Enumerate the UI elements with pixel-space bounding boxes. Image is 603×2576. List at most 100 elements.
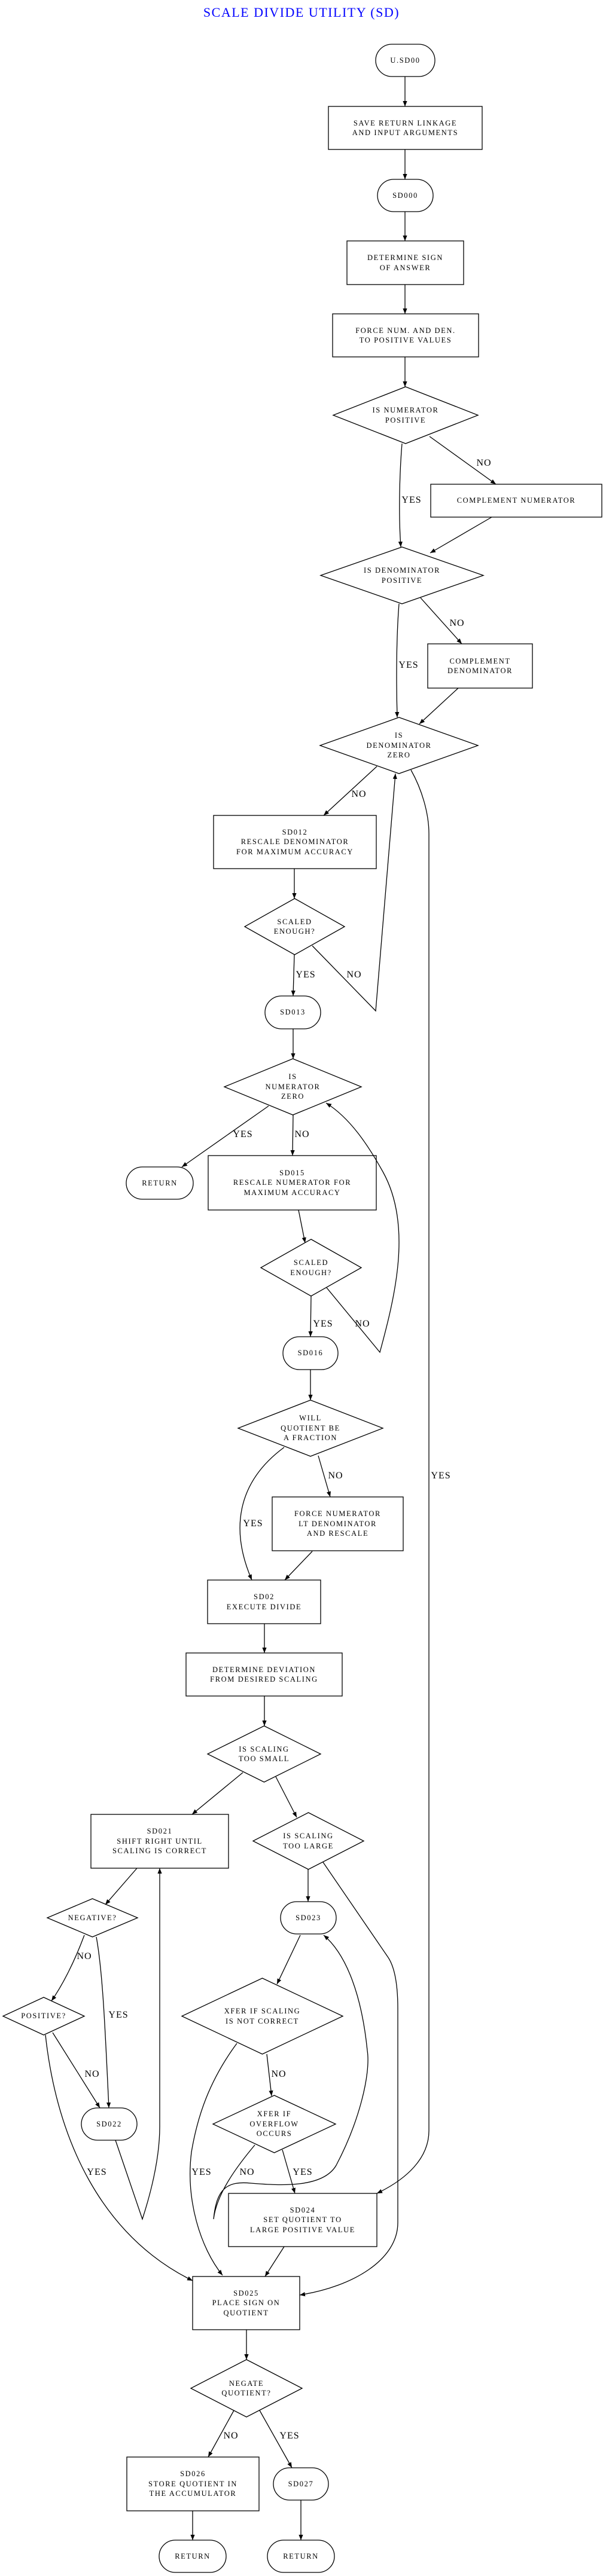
node-text-line: SD027 [288, 2479, 314, 2488]
edge-label: YES [87, 2167, 107, 2177]
edge-label: YES [108, 2010, 129, 2020]
flow-arrow [325, 1102, 400, 1353]
node-text-line: COMPLEMENT [449, 656, 511, 665]
flow-arrow [395, 603, 400, 718]
too-small-decision-diamond [206, 1725, 322, 1783]
flow-arrow [239, 1447, 285, 1581]
sd012-process-box [213, 815, 377, 869]
return1-label: RETURN [126, 1167, 193, 1199]
edge-label: NO [223, 2431, 239, 2441]
return1-terminal [126, 1166, 194, 1200]
edge-label: YES [401, 495, 422, 505]
node-text-line: IS SCALING [283, 1832, 334, 1840]
node-text-line: STORE QUOTIENT IN [148, 2479, 237, 2488]
edge-label: YES [279, 2431, 300, 2441]
flow-arrow [312, 773, 397, 1012]
flow-arrow [51, 1935, 85, 2001]
edge-label: YES [398, 660, 419, 670]
node-text-line: ZERO [387, 751, 411, 760]
sd000-label: SD000 [377, 179, 433, 212]
flow-arrow [429, 436, 497, 485]
flow-arrow [191, 1772, 243, 1815]
flow-arrow [419, 687, 459, 725]
flow-arrow [430, 517, 492, 554]
edge-label: YES [191, 2167, 212, 2177]
flow-arrow [105, 1868, 138, 1905]
node-text-line: DENOMINATOR [447, 667, 513, 675]
xfer-scaling-decision-diamond [181, 1978, 344, 2055]
comp-num-label: COMPLEMENT NUMERATOR [431, 484, 602, 517]
flow-arrow [52, 2032, 100, 2109]
flow-arrow [282, 2149, 296, 2194]
save-label: SAVE RETURN LINKAGE AND INPUT ARGUMENTS [328, 106, 482, 149]
node-text-line: IS [394, 731, 404, 740]
edge-label: NO [351, 789, 367, 799]
node-text-line: RESCALE NUMERATOR FOR [233, 1178, 352, 1187]
flow-arrow [115, 1868, 162, 2221]
flow-arrow [208, 2410, 234, 2458]
node-text-line: ENOUGH? [290, 1268, 332, 1277]
flow-arrow [213, 1935, 368, 2220]
node-text-line: SCALING IS CORRECT [112, 1847, 207, 1856]
node-text-line: DENOMINATOR [366, 741, 432, 750]
flow-arrow [276, 1935, 301, 1985]
node-text-line: SCALED [277, 917, 312, 926]
flow-arrow [284, 1551, 313, 1581]
flow-arrow [308, 1295, 313, 1337]
node-text-line: SD025 [233, 2288, 259, 2297]
edge-label: YES [313, 1319, 333, 1329]
flow-arrow [376, 769, 430, 2194]
node-text-line: PLACE SIGN ON [212, 2299, 281, 2308]
node-text-line: SET QUOTIENT TO [263, 2216, 342, 2224]
sd022-label: SD022 [81, 2108, 137, 2140]
edge-label: NO [84, 2069, 100, 2079]
node-text-line: U.SD00 [390, 56, 421, 65]
node-text-line: COMPLEMENT NUMERATOR [456, 496, 576, 505]
sd026-process-box [126, 2456, 260, 2511]
negative-decision-diamond [46, 1898, 139, 1938]
node-text-line: DETERMINE DEVIATION [212, 1665, 316, 1674]
flow-arrow [266, 2054, 273, 2097]
node-text-line: XFER IF [257, 2110, 292, 2119]
node-text-line: RESCALE DENOMINATOR [240, 838, 349, 847]
flow-arrow [420, 597, 462, 644]
node-text-line: SD021 [147, 1827, 173, 1836]
node-text-line: NEGATE [229, 2379, 264, 2388]
node-text-line: OVERFLOW [249, 2119, 299, 2128]
edge-label: NO [294, 1129, 310, 1139]
edge-label: NO [271, 2069, 287, 2079]
node-text-line: IS NOT CORRECT [226, 2016, 299, 2025]
flow-arrow [45, 2034, 193, 2281]
scaled1-decision-diamond [243, 898, 346, 955]
node-text-line: NEGATIVE? [68, 1913, 117, 1922]
force-label: FORCE NUM. AND DEN.TO POSITIVE VALUES [333, 314, 479, 357]
node-text-line: IS NUMERATOR [372, 406, 439, 414]
flow-arrow [259, 2410, 293, 2468]
node-text-line: RETURN [283, 2551, 319, 2560]
node-text-line: IS DENOMINATOR [363, 566, 441, 575]
node-text-line: FOR MAXIMUM ACCURACY [236, 847, 354, 856]
node-text-line: SD026 [180, 2470, 206, 2479]
node-text-line: SD02 [254, 1593, 275, 1601]
flow-arrow [181, 1105, 269, 1168]
node-text-line: POSITIVE [385, 415, 427, 424]
node-text-line: LT DENOMINATOR [299, 1519, 377, 1528]
node-text-line: ENOUGH? [273, 927, 316, 936]
node-text-line: SAVE RETURN LINKAGE [353, 118, 458, 127]
node-text-line: AND INPUT ARGUMENTS [352, 129, 459, 137]
node-text-line: QUOTIENT? [221, 2389, 272, 2397]
edge-label: YES [233, 1129, 253, 1139]
xfer-overflow-decision-diamond [212, 2095, 337, 2153]
comp-num-process-box [430, 484, 602, 518]
